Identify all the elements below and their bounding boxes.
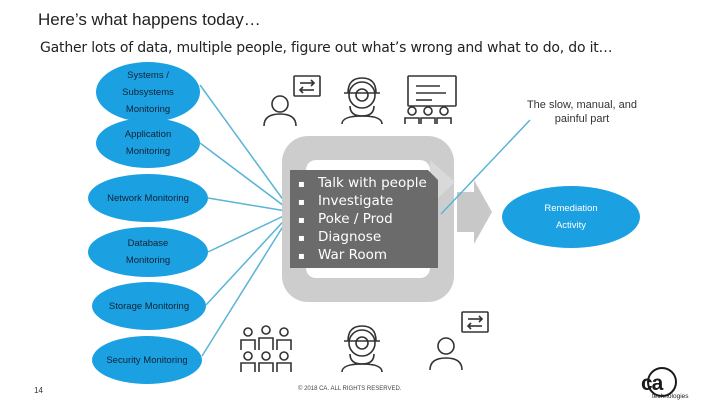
callout-pointer <box>440 119 531 215</box>
engineer-with-hardhat-icon <box>341 325 383 373</box>
bullet-item: ▪Poke / Prod <box>298 211 393 227</box>
bullet-item: ▪War Room <box>298 247 388 263</box>
ca-logo-icon <box>647 367 677 397</box>
activities-panel <box>290 170 438 268</box>
slide-subtitle: Gather lots of data, multiple people, fi… <box>40 40 613 56</box>
bullet-marker: ▪ <box>298 197 305 208</box>
remediation-activity: Remediation Activity <box>502 186 640 248</box>
group-of-people-icon <box>240 325 292 372</box>
source-systems-subsystems-monitoring: Systems / Subsystems Monitoring <box>96 62 200 122</box>
bullet-item: ▪Diagnose <box>298 229 382 245</box>
flow-arrow <box>457 180 492 244</box>
copyright-notice: © 2018 CA. ALL RIGHTS RESERVED. <box>298 386 402 392</box>
source-security-monitoring: Security Monitoring <box>92 336 202 384</box>
bullet-marker: ▪ <box>298 233 305 244</box>
person-with-chat-icon <box>263 75 321 127</box>
source-application-monitoring: Application Monitoring <box>96 118 200 168</box>
source-database-monitoring: Database Monitoring <box>88 227 208 277</box>
source-storage-monitoring: Storage Monitoring <box>92 282 206 330</box>
page-number: 14 <box>34 386 43 395</box>
bullet-marker: ▪ <box>298 251 305 262</box>
person-with-chat-icon <box>429 311 489 371</box>
presentation-meeting-icon <box>404 75 457 124</box>
engineer-with-hardhat-icon <box>341 77 383 125</box>
bullet-item: ▪Talk with people <box>298 175 427 191</box>
ca-logo-mark: ca <box>641 372 663 395</box>
bullet-marker: ▪ <box>298 215 305 226</box>
activity-bullet-list: ▪Talk with people ▪Investigate ▪Poke / P… <box>298 175 427 265</box>
source-network-monitoring: Network Monitoring <box>88 174 208 222</box>
slow-manual-callout: The slow, manual, and painful part <box>526 99 638 125</box>
bullet-marker: ▪ <box>298 179 305 190</box>
bullet-item: ▪Investigate <box>298 193 394 209</box>
connector-lines <box>199 84 293 357</box>
ca-logo-subtitle: technologies <box>652 393 689 400</box>
slide-title: Here’s what happens today… <box>38 10 261 29</box>
